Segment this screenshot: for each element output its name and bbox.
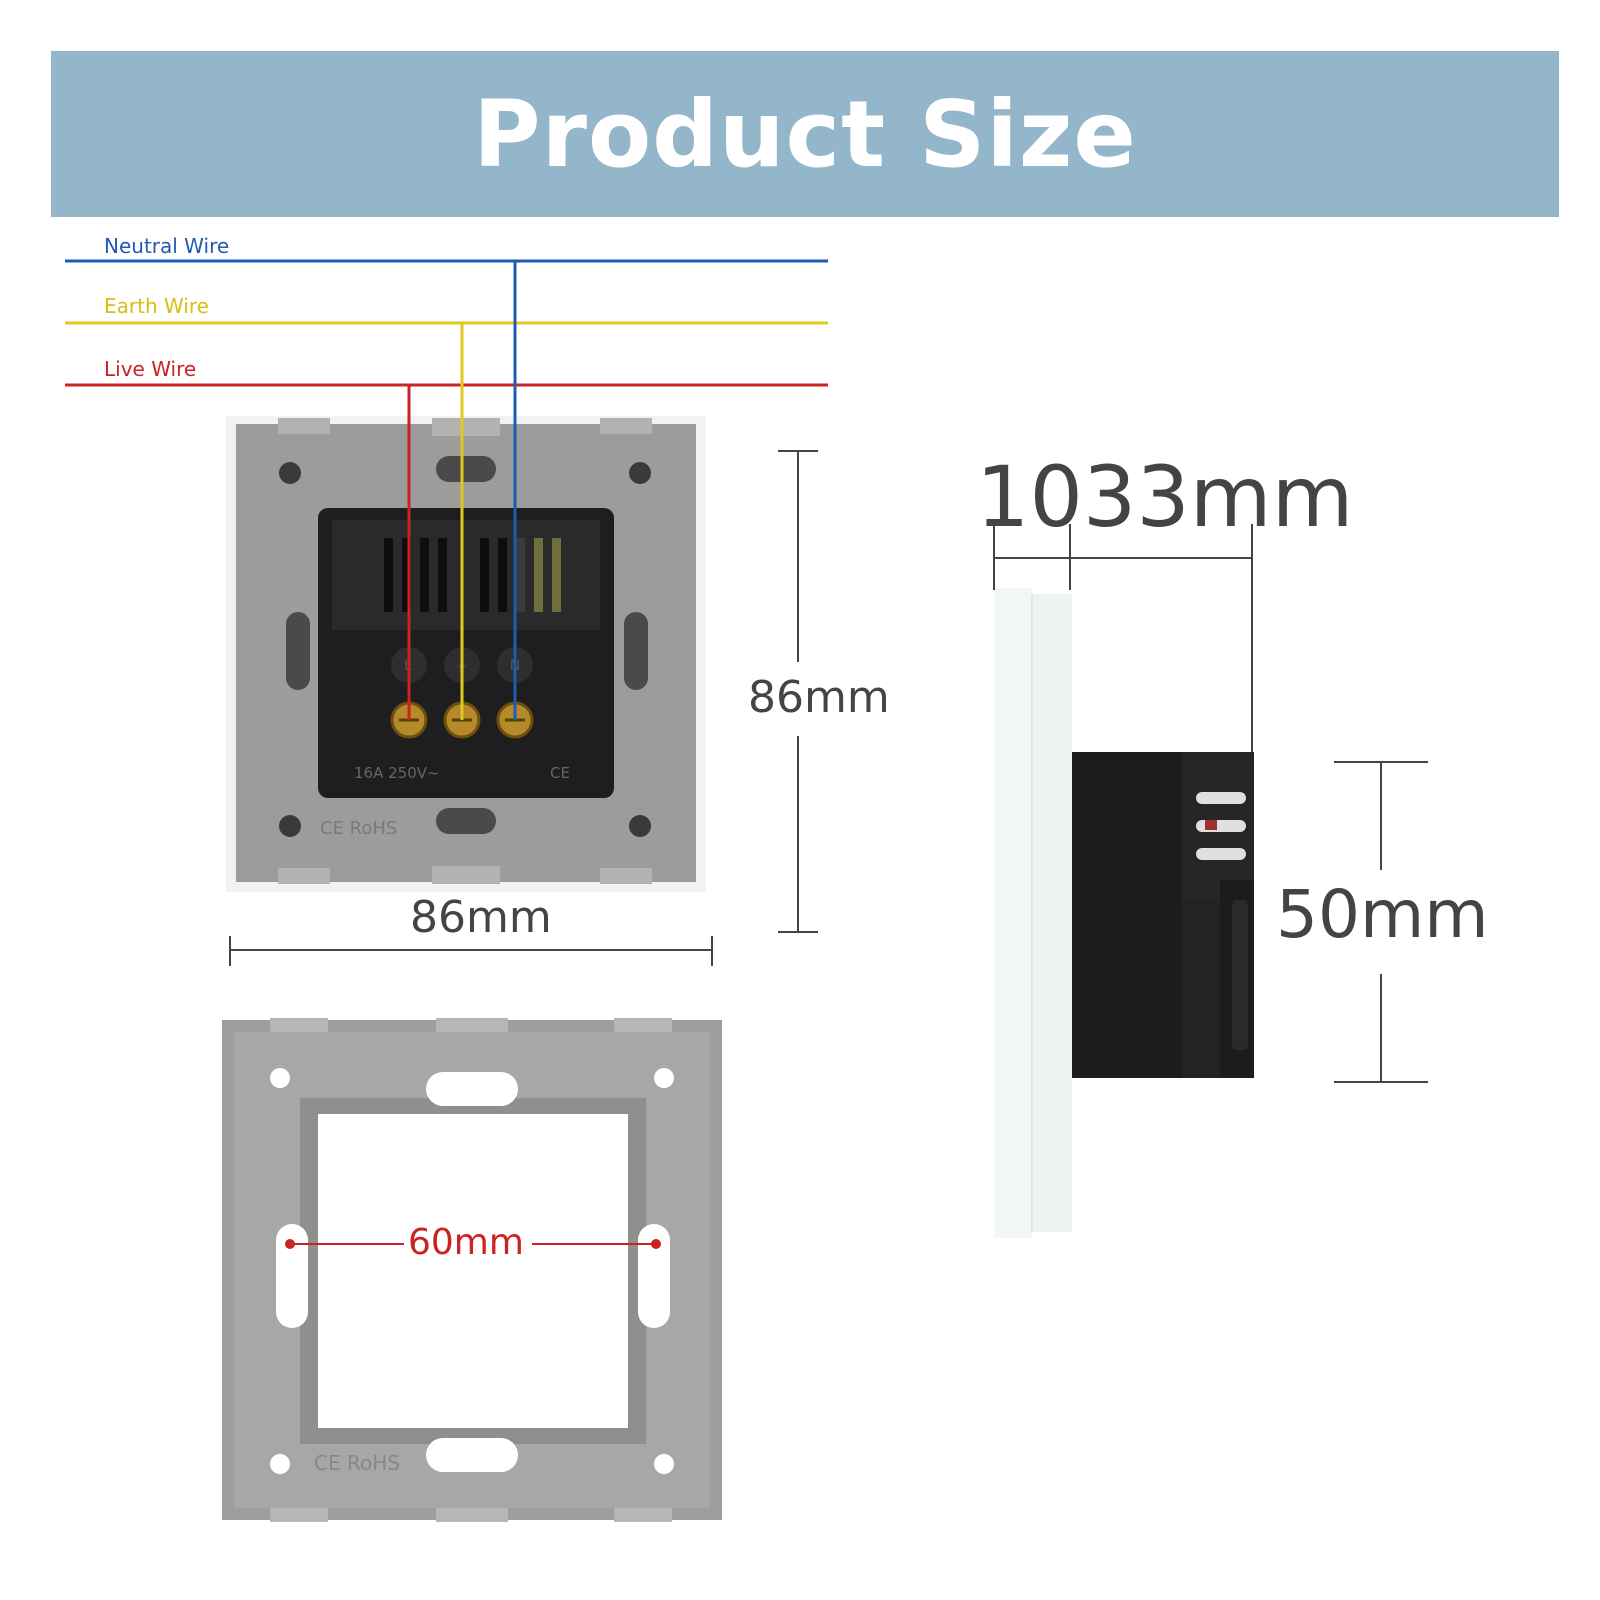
neutral-wire-label: Neutral Wire: [104, 234, 230, 258]
header-banner: Product Size: [51, 51, 1559, 217]
frame-spacing-label: 60mm: [408, 1222, 524, 1263]
socket-back-view: L ⏚ N 16A 250V~ CE CE RoHS: [226, 416, 706, 892]
screw-hole: [279, 462, 301, 484]
screw-hole: [629, 462, 651, 484]
glass-panel-front: [994, 588, 1032, 1238]
ce-marking: CE: [550, 764, 570, 782]
mounting-frame: CE RoHS: [222, 1018, 722, 1522]
side-height-dimension: [1334, 761, 1428, 1083]
front-width-dimension: [229, 936, 713, 966]
wiring-diagram: [65, 259, 828, 720]
front-height-label: 86mm: [748, 672, 890, 723]
frame-certification-marking: CE RoHS: [314, 1451, 400, 1475]
rating-marking: 16A 250V~: [354, 764, 440, 782]
glass-panel-back: [1032, 594, 1072, 1232]
screw-hole: [279, 815, 301, 837]
frame-spacing-dimension: [285, 1239, 661, 1249]
side-depth-dimension: [993, 524, 1253, 752]
frame-opening: [318, 1114, 628, 1428]
socket-side-view: [994, 588, 1254, 1238]
side-module-height-label: 50mm: [1276, 876, 1489, 953]
earth-wire-label: Earth Wire: [104, 294, 209, 318]
side-depth-label: 1033mm: [976, 448, 1354, 546]
screw-hole: [629, 815, 651, 837]
front-width-label: 86mm: [410, 892, 552, 943]
page-title: Product Size: [473, 80, 1137, 188]
vent-slots: [384, 538, 561, 612]
front-height-dimension: [778, 450, 818, 933]
certification-marking: CE RoHS: [320, 818, 397, 839]
live-wire-label: Live Wire: [104, 357, 197, 381]
terminal-screws: [390, 701, 534, 739]
